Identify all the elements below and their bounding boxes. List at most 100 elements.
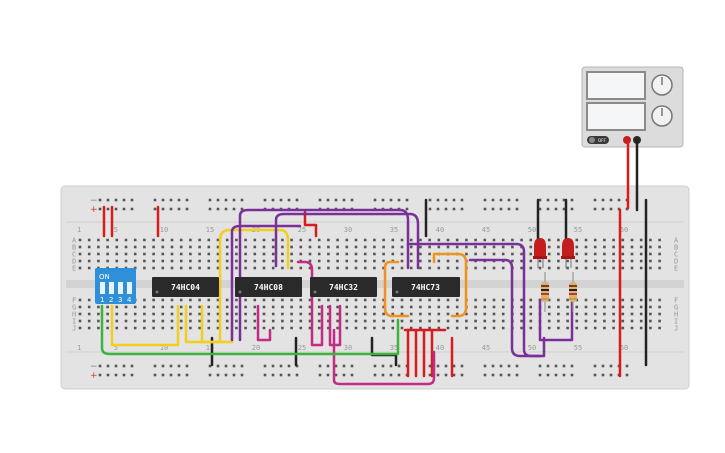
breadboard-hole[interactable]	[115, 319, 119, 323]
breadboard-hole[interactable]	[326, 198, 330, 202]
breadboard-hole[interactable]	[345, 326, 349, 330]
breadboard-hole[interactable]	[271, 364, 275, 368]
breadboard-hole[interactable]	[566, 259, 569, 263]
breadboard-hole[interactable]	[98, 198, 102, 202]
breadboard-hole[interactable]	[584, 312, 588, 316]
breadboard-hole[interactable]	[389, 364, 393, 368]
breadboard-hole[interactable]	[224, 207, 228, 211]
breadboard-hole[interactable]	[409, 319, 413, 323]
breadboard-hole[interactable]	[603, 238, 606, 242]
breadboard-hole[interactable]	[603, 259, 606, 263]
breadboard-hole[interactable]	[299, 245, 303, 249]
breadboard-hole[interactable]	[78, 259, 82, 263]
breadboard-hole[interactable]	[354, 319, 358, 323]
breadboard-hole[interactable]	[515, 364, 519, 368]
breadboard-hole[interactable]	[130, 207, 134, 211]
breadboard-hole[interactable]	[198, 252, 201, 256]
breadboard-hole[interactable]	[373, 305, 376, 309]
breadboard-hole[interactable]	[326, 364, 330, 368]
breadboard-hole[interactable]	[409, 266, 413, 270]
breadboard-hole[interactable]	[621, 305, 625, 309]
breadboard-hole[interactable]	[336, 319, 339, 323]
breadboard-hole[interactable]	[621, 319, 625, 323]
breadboard-hole[interactable]	[389, 373, 393, 377]
breadboard-hole[interactable]	[235, 238, 238, 242]
breadboard-hole[interactable]	[122, 373, 126, 377]
wires[interactable]	[100, 138, 648, 386]
breadboard-hole[interactable]	[382, 252, 385, 256]
breadboard-hole[interactable]	[621, 252, 625, 256]
breadboard-hole[interactable]	[397, 364, 401, 368]
breadboard-hole[interactable]	[152, 326, 155, 330]
breadboard-hole[interactable]	[428, 238, 431, 242]
breadboard-hole[interactable]	[299, 238, 303, 242]
breadboard-hole[interactable]	[397, 198, 401, 202]
breadboard-hole[interactable]	[501, 245, 505, 249]
breadboard-hole[interactable]	[575, 245, 579, 249]
breadboard-hole[interactable]	[207, 252, 211, 256]
breadboard-hole[interactable]	[271, 373, 275, 377]
breadboard-hole[interactable]	[97, 305, 100, 309]
breadboard-hole[interactable]	[562, 198, 566, 202]
breadboard-hole[interactable]	[575, 266, 579, 270]
breadboard-hole[interactable]	[601, 207, 605, 211]
breadboard-hole[interactable]	[170, 319, 174, 323]
breadboard-hole[interactable]	[612, 245, 615, 249]
breadboard-hole[interactable]	[153, 207, 157, 211]
breadboard-hole[interactable]	[198, 259, 201, 263]
breadboard-hole[interactable]	[474, 266, 477, 270]
breadboard-hole[interactable]	[584, 259, 588, 263]
breadboard-hole[interactable]	[78, 326, 82, 330]
breadboard-hole[interactable]	[133, 259, 137, 263]
breadboard-hole[interactable]	[161, 252, 165, 256]
breadboard-hole[interactable]	[334, 373, 338, 377]
breadboard-hole[interactable]	[262, 319, 266, 323]
breadboard-hole[interactable]	[225, 245, 229, 249]
breadboard-hole[interactable]	[419, 326, 422, 330]
breadboard-hole[interactable]	[336, 266, 339, 270]
breadboard-hole[interactable]	[281, 305, 284, 309]
breadboard-hole[interactable]	[152, 298, 155, 302]
chip-74hc32[interactable]: 74HC32	[310, 277, 377, 297]
breadboard-hole[interactable]	[235, 252, 238, 256]
breadboard-hole[interactable]	[630, 312, 634, 316]
breadboard-hole[interactable]	[281, 245, 284, 249]
breadboard-hole[interactable]	[529, 298, 533, 302]
breadboard-hole[interactable]	[474, 238, 477, 242]
breadboard-hole[interactable]	[143, 305, 146, 309]
breadboard-hole[interactable]	[621, 266, 625, 270]
breadboard-hole[interactable]	[232, 373, 236, 377]
breadboard-hole[interactable]	[216, 198, 220, 202]
breadboard-hole[interactable]	[499, 364, 503, 368]
breadboard-hole[interactable]	[216, 319, 220, 323]
breadboard-hole[interactable]	[124, 312, 128, 316]
breadboard-hole[interactable]	[170, 298, 174, 302]
breadboard-hole[interactable]	[391, 238, 395, 242]
breadboard-hole[interactable]	[198, 298, 201, 302]
dip-toggle-3[interactable]	[118, 282, 123, 294]
breadboard-hole[interactable]	[290, 319, 293, 323]
breadboard-hole[interactable]	[630, 305, 634, 309]
breadboard-hole[interactable]	[483, 364, 487, 368]
breadboard-hole[interactable]	[593, 252, 597, 256]
breadboard-hole[interactable]	[601, 364, 605, 368]
breadboard-hole[interactable]	[216, 266, 220, 270]
breadboard-hole[interactable]	[354, 252, 358, 256]
breadboard-hole[interactable]	[428, 312, 431, 316]
breadboard-hole[interactable]	[460, 207, 464, 211]
breadboard-hole[interactable]	[625, 373, 629, 377]
breadboard-hole[interactable]	[391, 252, 395, 256]
breadboard-hole[interactable]	[538, 198, 542, 202]
breadboard-hole[interactable]	[185, 373, 189, 377]
breadboard-hole[interactable]	[455, 312, 459, 316]
breadboard-hole[interactable]	[499, 207, 503, 211]
breadboard-hole[interactable]	[327, 298, 330, 302]
breadboard-hole[interactable]	[169, 364, 173, 368]
breadboard-hole[interactable]	[557, 319, 560, 323]
breadboard-hole[interactable]	[189, 245, 192, 249]
breadboard-hole[interactable]	[436, 207, 440, 211]
breadboard-hole[interactable]	[327, 312, 330, 316]
breadboard-hole[interactable]	[529, 305, 533, 309]
breadboard-hole[interactable]	[584, 319, 588, 323]
breadboard-hole[interactable]	[570, 364, 574, 368]
